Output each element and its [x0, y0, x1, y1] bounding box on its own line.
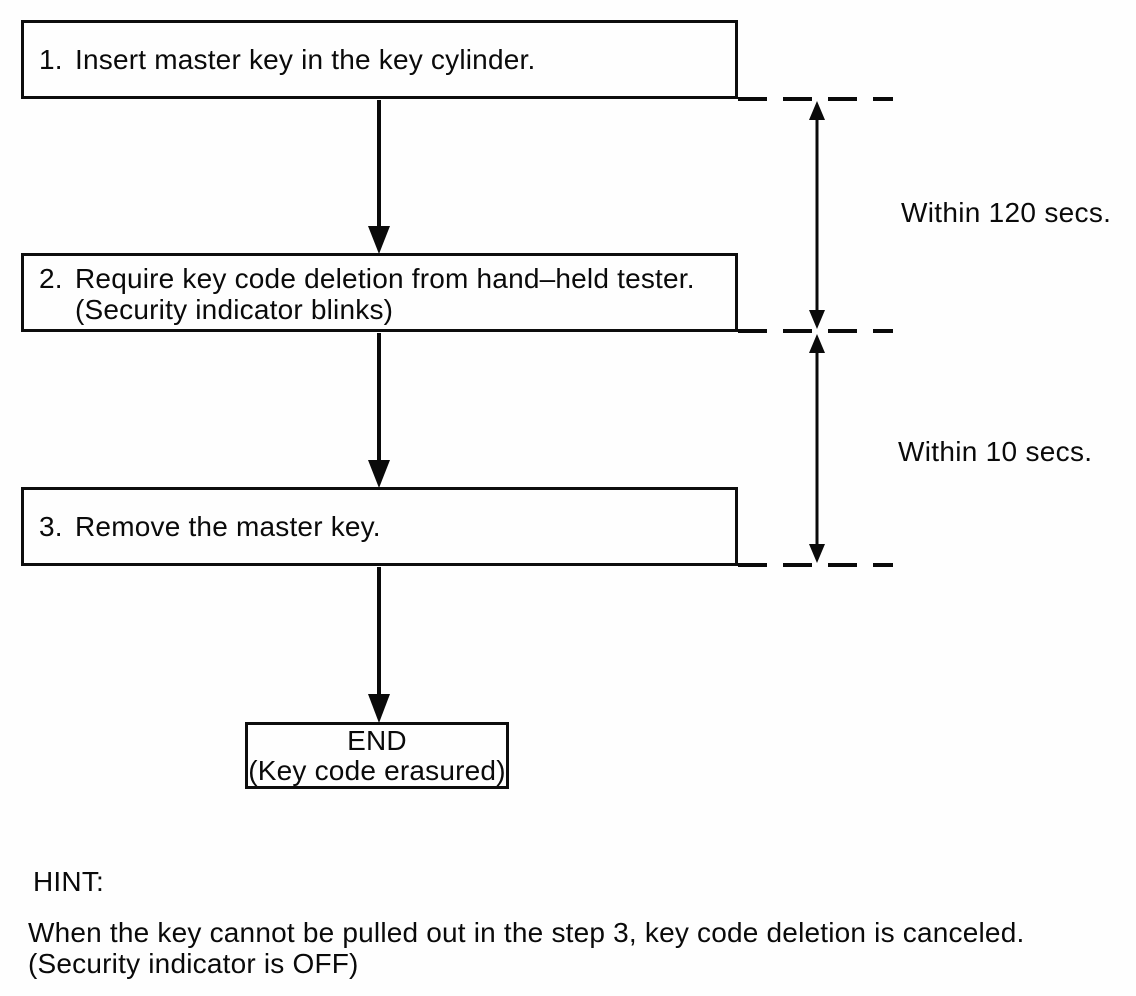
flow-arrow-1	[368, 100, 390, 254]
step-box-3: 3. Remove the master key.	[21, 487, 738, 566]
step-2-text-line-2: (Security indicator blinks)	[75, 294, 394, 325]
step-3-number: 3.	[39, 511, 63, 542]
hint-line-2: (Security indicator is OFF)	[28, 948, 359, 979]
step-box-2: 2. Require key code deletion from hand–h…	[21, 253, 738, 332]
timing-double-arrow-2	[809, 334, 825, 563]
hint-block: HINT: When the key cannot be pulled out …	[28, 866, 1024, 979]
end-subtitle: (Key code erasured)	[248, 754, 506, 786]
flow-arrow-3	[368, 567, 390, 723]
step-1-number: 1.	[39, 44, 63, 75]
step-2-text-line-1: Require key code deletion from hand–held…	[75, 263, 695, 294]
hint-heading: HINT:	[33, 866, 104, 897]
timing-double-arrow-1	[809, 101, 825, 329]
hint-line-1: When the key cannot be pulled out in the…	[28, 917, 1025, 948]
end-title: END	[347, 724, 407, 756]
flow-arrow-2	[368, 333, 390, 488]
step-2-number: 2.	[39, 263, 63, 294]
end-box: END (Key code erasured)	[245, 722, 509, 789]
timing-label-120-secs: Within 120 secs.	[901, 197, 1112, 228]
step-3-text: Remove the master key.	[75, 511, 381, 542]
step-1-text: Insert master key in the key cylinder.	[75, 44, 536, 75]
timing-label-10-secs: Within 10 secs.	[898, 436, 1093, 467]
step-box-1: 1. Insert master key in the key cylinder…	[21, 20, 738, 99]
